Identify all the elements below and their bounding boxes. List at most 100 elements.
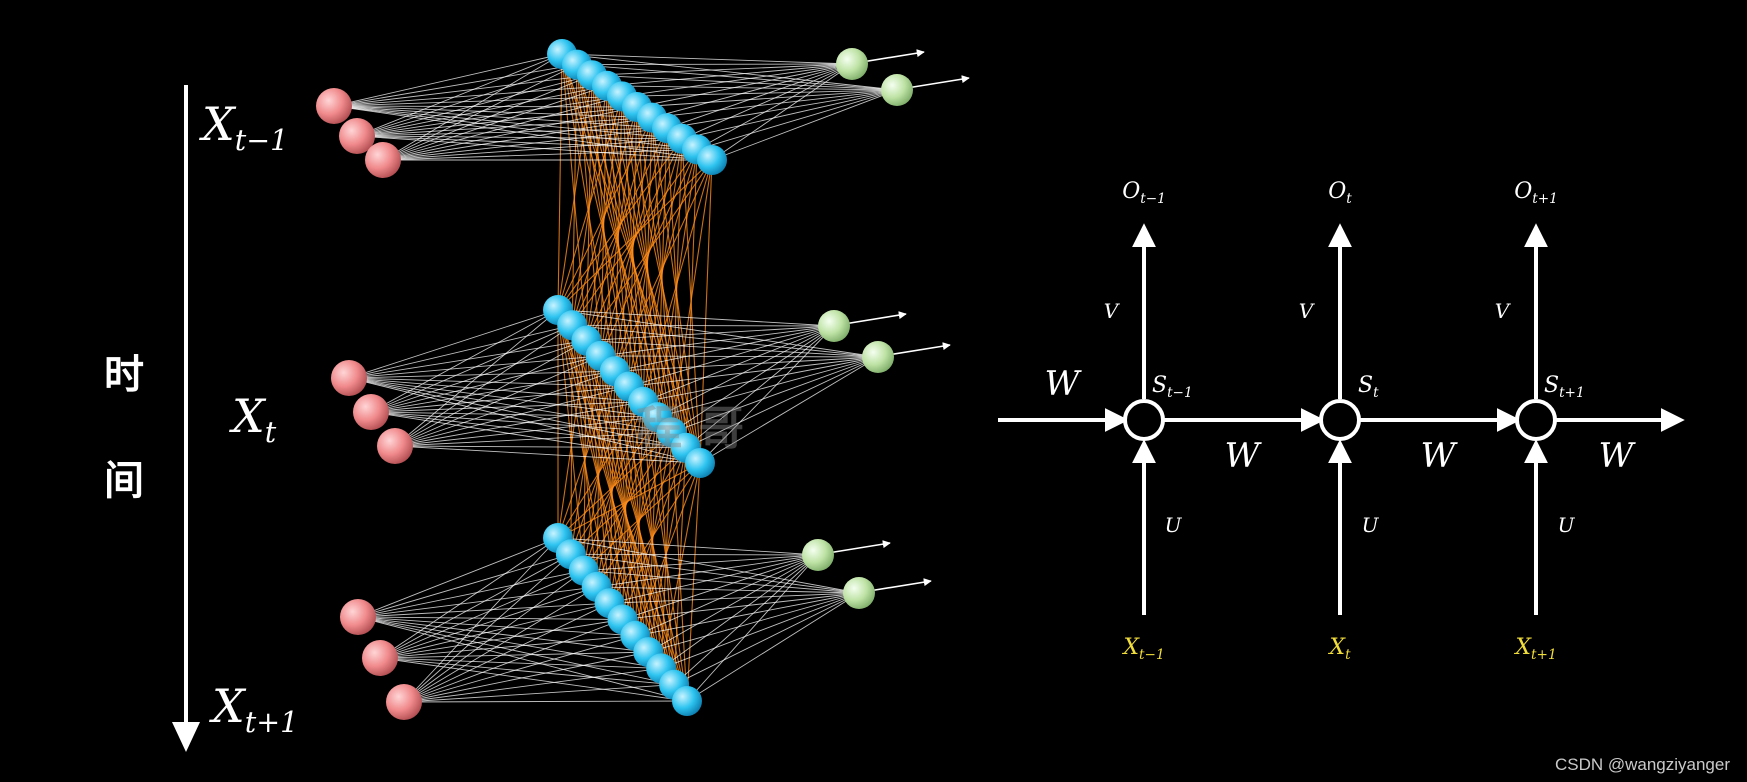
hidden-output-link bbox=[666, 63, 853, 129]
recurrent-link bbox=[628, 386, 675, 685]
w-label-1: W bbox=[1225, 436, 1263, 476]
recurrent-link bbox=[634, 462, 701, 636]
state-label-base: S bbox=[1544, 373, 1559, 398]
recurrent-link bbox=[557, 309, 662, 669]
hidden-output-link bbox=[685, 356, 879, 449]
output-label-base: O bbox=[1514, 179, 1532, 204]
input-hidden-link bbox=[379, 657, 675, 686]
recurrent-link bbox=[557, 431, 672, 539]
hidden-output-link bbox=[576, 64, 898, 91]
hidden-output-link bbox=[570, 553, 860, 594]
state-label: St bbox=[1358, 373, 1379, 401]
input-hidden-link bbox=[356, 135, 698, 150]
input-hidden-link bbox=[382, 53, 563, 161]
hidden-output-link bbox=[671, 325, 835, 433]
output-label-subscript: t+1 bbox=[1532, 191, 1558, 207]
input-hidden-link bbox=[403, 635, 636, 703]
input-label-base: X bbox=[199, 97, 237, 151]
nodes bbox=[316, 39, 913, 720]
input-hidden-link bbox=[382, 117, 653, 161]
hidden-output-link bbox=[591, 74, 898, 91]
hidden-output-link bbox=[635, 554, 819, 637]
hidden-output-link bbox=[596, 554, 819, 588]
watermark: 程 哥 bbox=[636, 401, 744, 455]
output-arrow bbox=[868, 578, 932, 592]
hidden-output-link bbox=[614, 325, 835, 372]
recurrent-link bbox=[585, 138, 683, 341]
input-hidden-link bbox=[357, 570, 584, 618]
input-hidden-link bbox=[370, 411, 686, 449]
recurrent-link bbox=[557, 340, 587, 539]
hidden-output-link bbox=[651, 89, 898, 119]
hidden-output-link bbox=[609, 592, 860, 604]
hidden-output-link bbox=[583, 570, 860, 594]
hidden-output-link bbox=[651, 63, 853, 119]
hidden-output-link bbox=[671, 356, 879, 433]
recurrent-link bbox=[557, 309, 688, 702]
input-hidden-link bbox=[357, 616, 636, 637]
input-hidden-link bbox=[348, 370, 615, 379]
recurrent-link bbox=[571, 106, 638, 326]
input-hidden-link bbox=[382, 64, 578, 161]
hidden-output-link bbox=[609, 554, 819, 604]
input-label-subscript: t−1 bbox=[235, 124, 289, 157]
hidden-output-link bbox=[606, 63, 853, 87]
input-hidden-link bbox=[333, 53, 563, 107]
recurrent-link bbox=[614, 371, 688, 702]
output-node bbox=[881, 74, 913, 106]
recurrent-link bbox=[660, 462, 701, 669]
recurrent-link bbox=[557, 53, 563, 311]
input-hidden-link bbox=[356, 135, 683, 140]
input-hidden-link bbox=[394, 401, 644, 447]
input-label-base: X bbox=[1121, 635, 1140, 660]
hidden-output-link bbox=[657, 356, 879, 418]
input-hidden-link bbox=[379, 635, 636, 659]
recurrent-link bbox=[614, 159, 713, 372]
rnn-cell-t-plus-1: Ot+1 V St+1 U Xt+1 bbox=[1495, 179, 1585, 663]
rnn-cell-t: Ot V St U Xt bbox=[1299, 179, 1380, 663]
input-node bbox=[362, 640, 398, 676]
hidden-output-link bbox=[661, 592, 860, 669]
input-hidden-link bbox=[403, 684, 675, 703]
input-hidden-link bbox=[348, 377, 658, 418]
input-label-subscript: t bbox=[265, 416, 277, 449]
output-node bbox=[836, 48, 868, 80]
output-node bbox=[862, 341, 894, 373]
hidden-output-link bbox=[557, 309, 879, 358]
input-hidden-link bbox=[382, 95, 623, 161]
input-hidden-link bbox=[394, 445, 686, 449]
input-hidden-link bbox=[394, 340, 587, 447]
input-hidden-link bbox=[333, 105, 638, 108]
w-label-2: W bbox=[1421, 436, 1459, 476]
input-hidden-link bbox=[333, 95, 623, 107]
input-hidden-link bbox=[379, 570, 584, 659]
input-hidden-link bbox=[356, 95, 623, 137]
input-hidden-link bbox=[356, 64, 578, 137]
hidden-node bbox=[672, 686, 702, 716]
hidden-node bbox=[697, 145, 727, 175]
recurrent-link bbox=[628, 149, 698, 387]
recurrent-link bbox=[642, 159, 713, 402]
input-label-x-t-plus-1: Xt+1 bbox=[209, 679, 298, 739]
hidden-output-link bbox=[621, 63, 853, 97]
hidden-output-link bbox=[686, 554, 819, 702]
hidden-output-link bbox=[711, 63, 853, 161]
input-label-subscript: t+1 bbox=[245, 706, 299, 739]
recurrent-link bbox=[686, 462, 701, 702]
input-hidden-link bbox=[370, 309, 559, 413]
hidden-output-link bbox=[636, 63, 853, 108]
input-label-subscript: t−1 bbox=[1139, 647, 1165, 663]
input-hidden-link bbox=[382, 148, 698, 161]
output-arrow bbox=[827, 540, 891, 554]
input-node bbox=[340, 599, 376, 635]
recurrent-link bbox=[557, 309, 636, 636]
input-hidden-link bbox=[348, 324, 573, 379]
input-hidden-link bbox=[403, 553, 572, 703]
output-node bbox=[802, 539, 834, 571]
input-hidden-link bbox=[356, 53, 563, 137]
time-axis-arrowhead bbox=[172, 722, 200, 752]
input-label: Xt−1 bbox=[1121, 635, 1164, 663]
output-label-subscript: t−1 bbox=[1140, 191, 1166, 207]
input-label-base: X bbox=[209, 679, 247, 733]
hidden-output-link bbox=[586, 340, 879, 358]
